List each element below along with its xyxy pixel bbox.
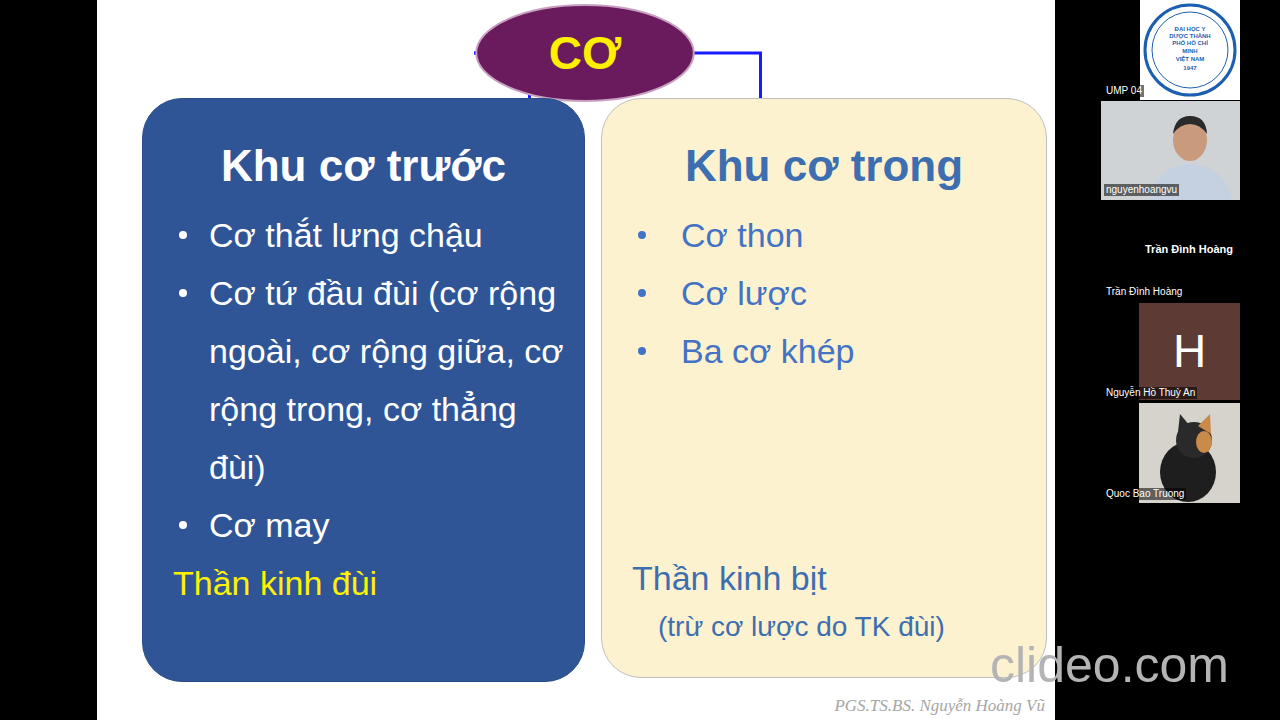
- participant-name: Quoc Bao Truong: [1104, 488, 1186, 500]
- bullet-list: Cơ thonCơ lượcBa cơ khép: [602, 206, 1026, 380]
- title-oval: CƠ: [474, 3, 696, 103]
- cat-ear: [1178, 414, 1190, 432]
- watermark: clideo.com: [990, 640, 1229, 690]
- participant-name: UMP 04: [1104, 85, 1144, 97]
- participant-name: Nguyễn Hồ Thuỳ An: [1104, 387, 1197, 399]
- muscle-name: Ba cơ khép: [681, 322, 1026, 380]
- logo-tile: [1140, 0, 1240, 100]
- box-heading: Khu cơ trước: [221, 139, 506, 192]
- muscle-name: Cơ thon: [681, 206, 1026, 264]
- nerve-name: Thần kinh đùi: [143, 554, 564, 612]
- bullet-item: Cơ lược: [602, 264, 1026, 322]
- oval-shape: [476, 5, 694, 101]
- nerve-note: (trừ cơ lược do TK đùi): [602, 607, 1026, 647]
- box-heading-row: Khu cơ trong: [602, 139, 1026, 192]
- participant-name: Trần Đình Hoàng: [1104, 286, 1184, 298]
- box-heading-row: Khu cơ trước: [143, 139, 564, 192]
- bullet-item: Cơ thắt lưng chậu: [143, 206, 564, 264]
- bullet-item: Ba cơ khép: [602, 322, 1026, 380]
- participant-name: nguyenhoangvu: [1104, 184, 1179, 196]
- logo-inner-ring: [1152, 12, 1228, 88]
- box-heading: Khu cơ trong: [685, 139, 963, 192]
- slide-background: [97, 0, 1055, 720]
- avatar-tile: [1139, 303, 1240, 400]
- muscle-name: Cơ may: [209, 496, 564, 554]
- bullet-dot: [179, 289, 187, 297]
- oval-title: CƠ: [549, 26, 621, 80]
- bullet-item: Cơ tứ đầu đùi (cơ rộng ngoài, cơ rộng gi…: [143, 264, 564, 496]
- bullet-dot: [638, 289, 646, 297]
- bullet-dot: [638, 231, 646, 239]
- speaker-hair: [1173, 116, 1207, 134]
- bullet-item: Cơ thon: [602, 206, 1026, 264]
- participant-title: Trần Đình Hoàng: [1145, 243, 1233, 256]
- cat-ear: [1198, 414, 1211, 434]
- author-footer: PGS.TS.BS. Nguyễn Hoàng Vũ: [745, 696, 1045, 716]
- video-tile: [1101, 101, 1240, 200]
- bullet-list: Cơ thắt lưng chậuCơ tứ đầu đùi (cơ rộng …: [143, 206, 564, 554]
- nerve-footer: Thần kinh bịt(trừ cơ lược do TK đùi): [602, 549, 1026, 647]
- muscle-name: Cơ lược: [681, 264, 1026, 322]
- logo-text: ĐẠI HỌC Y DƯỢC THÀNH PHỐ HỒ CHÍ MINH: [1165, 26, 1215, 55]
- avatar-initial: H: [1139, 323, 1240, 379]
- cat-patch: [1196, 431, 1212, 453]
- bullet-dot: [638, 347, 646, 355]
- nerve-footer: Thần kinh đùi: [143, 554, 564, 612]
- muscle-name: Cơ thắt lưng chậu: [209, 206, 564, 264]
- muscle-group-box: Khu cơ trong Cơ thonCơ lượcBa cơ khépThần…: [601, 98, 1047, 678]
- nerve-name: Thần kinh bịt: [602, 549, 1026, 607]
- bullet-dot: [179, 231, 187, 239]
- logo-year: 1947: [1160, 65, 1220, 72]
- logo-ring: [1145, 5, 1235, 95]
- muscle-group-box: Khu cơ trước Cơ thắt lưng chậuCơ tứ đầu đ…: [142, 98, 585, 682]
- bullet-dot: [179, 521, 187, 529]
- logo-text: VIỆT NAM: [1160, 56, 1220, 63]
- muscle-name: Cơ tứ đầu đùi (cơ rộng ngoài, cơ rộng gi…: [209, 264, 564, 496]
- bullet-item: Cơ may: [143, 496, 564, 554]
